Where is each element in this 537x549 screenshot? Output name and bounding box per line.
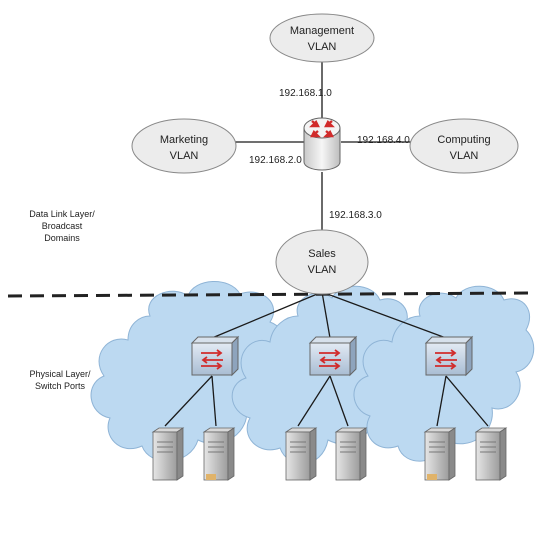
link-switch-right-server-a: [436, 375, 447, 427]
layer-label-data-link: Data Link Layer/ Broadcast Domains: [29, 209, 95, 243]
vlan-management: Management VLAN: [269, 13, 375, 63]
vlan-sales: Sales VLAN: [275, 229, 369, 295]
switch-icon: [190, 335, 240, 377]
link-switch-middle-server-a: [297, 375, 331, 427]
subnet-label-marketing: 192.168.2.0: [249, 155, 302, 166]
server-tower-icon: [202, 427, 236, 481]
link-switch-middle-server-b: [329, 375, 349, 427]
layer-label-line: Domains: [44, 233, 80, 243]
vlan-suffix: VLAN: [450, 150, 479, 162]
vlan-computing: Computing VLAN: [409, 118, 519, 174]
vlan-name: Management: [290, 25, 354, 37]
links: [164, 62, 489, 427]
layer-label-line: Broadcast: [42, 221, 83, 231]
switch-icon: [308, 335, 358, 377]
server-tower-icon: [474, 427, 508, 481]
server-tower-icon: [423, 427, 457, 481]
router-icon: [303, 117, 341, 171]
vlan-suffix: VLAN: [308, 41, 337, 53]
subnet-label-computing: 192.168.4.0: [357, 135, 410, 146]
vlan-name: Computing: [437, 134, 490, 146]
layer-label-physical: Physical Layer/ Switch Ports: [29, 369, 91, 391]
vlan-suffix: VLAN: [308, 264, 337, 276]
server-tower-icon: [284, 427, 318, 481]
link-switch-right-server-b: [445, 375, 489, 427]
link-sales-switch-left: [211, 291, 323, 339]
link-switch-left-server-a: [164, 375, 213, 427]
vlan-name: Marketing: [160, 134, 208, 146]
layer-label-line: Data Link Layer/: [29, 209, 95, 219]
layer-label-line: Physical Layer/: [29, 369, 91, 379]
vlan-name: Sales: [308, 248, 336, 260]
server-tower-icon: [334, 427, 368, 481]
vlan-marketing: Marketing VLAN: [131, 118, 237, 174]
link-sales-switch-middle: [321, 291, 331, 339]
link-switch-left-server-b: [211, 375, 217, 427]
server-tower-icon: [151, 427, 185, 481]
vlan-suffix: VLAN: [170, 150, 199, 162]
layer-label-line: Switch Ports: [35, 381, 86, 391]
switch-icon: [424, 335, 474, 377]
subnet-label-sales: 192.168.3.0: [329, 210, 382, 221]
link-sales-switch-right: [321, 291, 447, 339]
subnet-label-management: 192.168.1.0: [279, 88, 332, 99]
